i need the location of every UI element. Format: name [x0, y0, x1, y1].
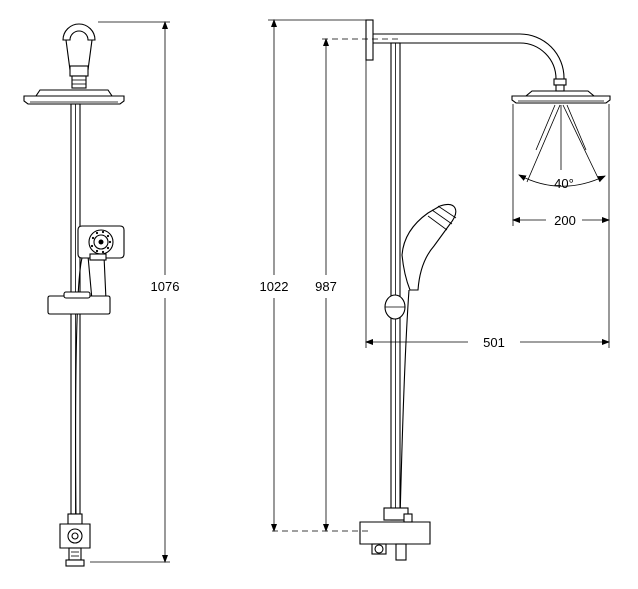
- side-head-shower: [511, 90, 611, 104]
- dim-200-label: 200: [554, 213, 576, 228]
- side-mixer: [359, 507, 431, 561]
- front-head-shower: [23, 89, 125, 105]
- dim-40deg-label: 40°: [554, 176, 574, 191]
- dimension-head-diameter: 200: [512, 104, 610, 228]
- dimension-projection: 501: [365, 60, 610, 350]
- side-slider: [384, 294, 406, 320]
- side-rail: [390, 42, 401, 521]
- spray-angle-indicator: 40°: [518, 104, 606, 191]
- side-wall-plate: [365, 19, 374, 61]
- front-view: 1076: [23, 21, 180, 567]
- dim-501-label: 501: [483, 335, 505, 350]
- dim-1022-label: 1022: [260, 279, 289, 294]
- front-valve: [59, 513, 91, 567]
- front-slider: [47, 291, 111, 315]
- dim-987-label: 987: [315, 279, 337, 294]
- dimension-outlet-height: 1022: [260, 19, 366, 532]
- front-wall-bracket: [62, 23, 96, 89]
- side-hand-shower: [399, 203, 457, 521]
- dimension-rail-height: 987: [315, 38, 337, 532]
- dimension-total-height: 1076: [90, 21, 180, 563]
- dim-1076-label: 1076: [151, 279, 180, 294]
- side-view: 40° 200: [260, 19, 611, 561]
- front-hand-shower: [75, 225, 125, 521]
- side-shower-arm: [373, 33, 567, 92]
